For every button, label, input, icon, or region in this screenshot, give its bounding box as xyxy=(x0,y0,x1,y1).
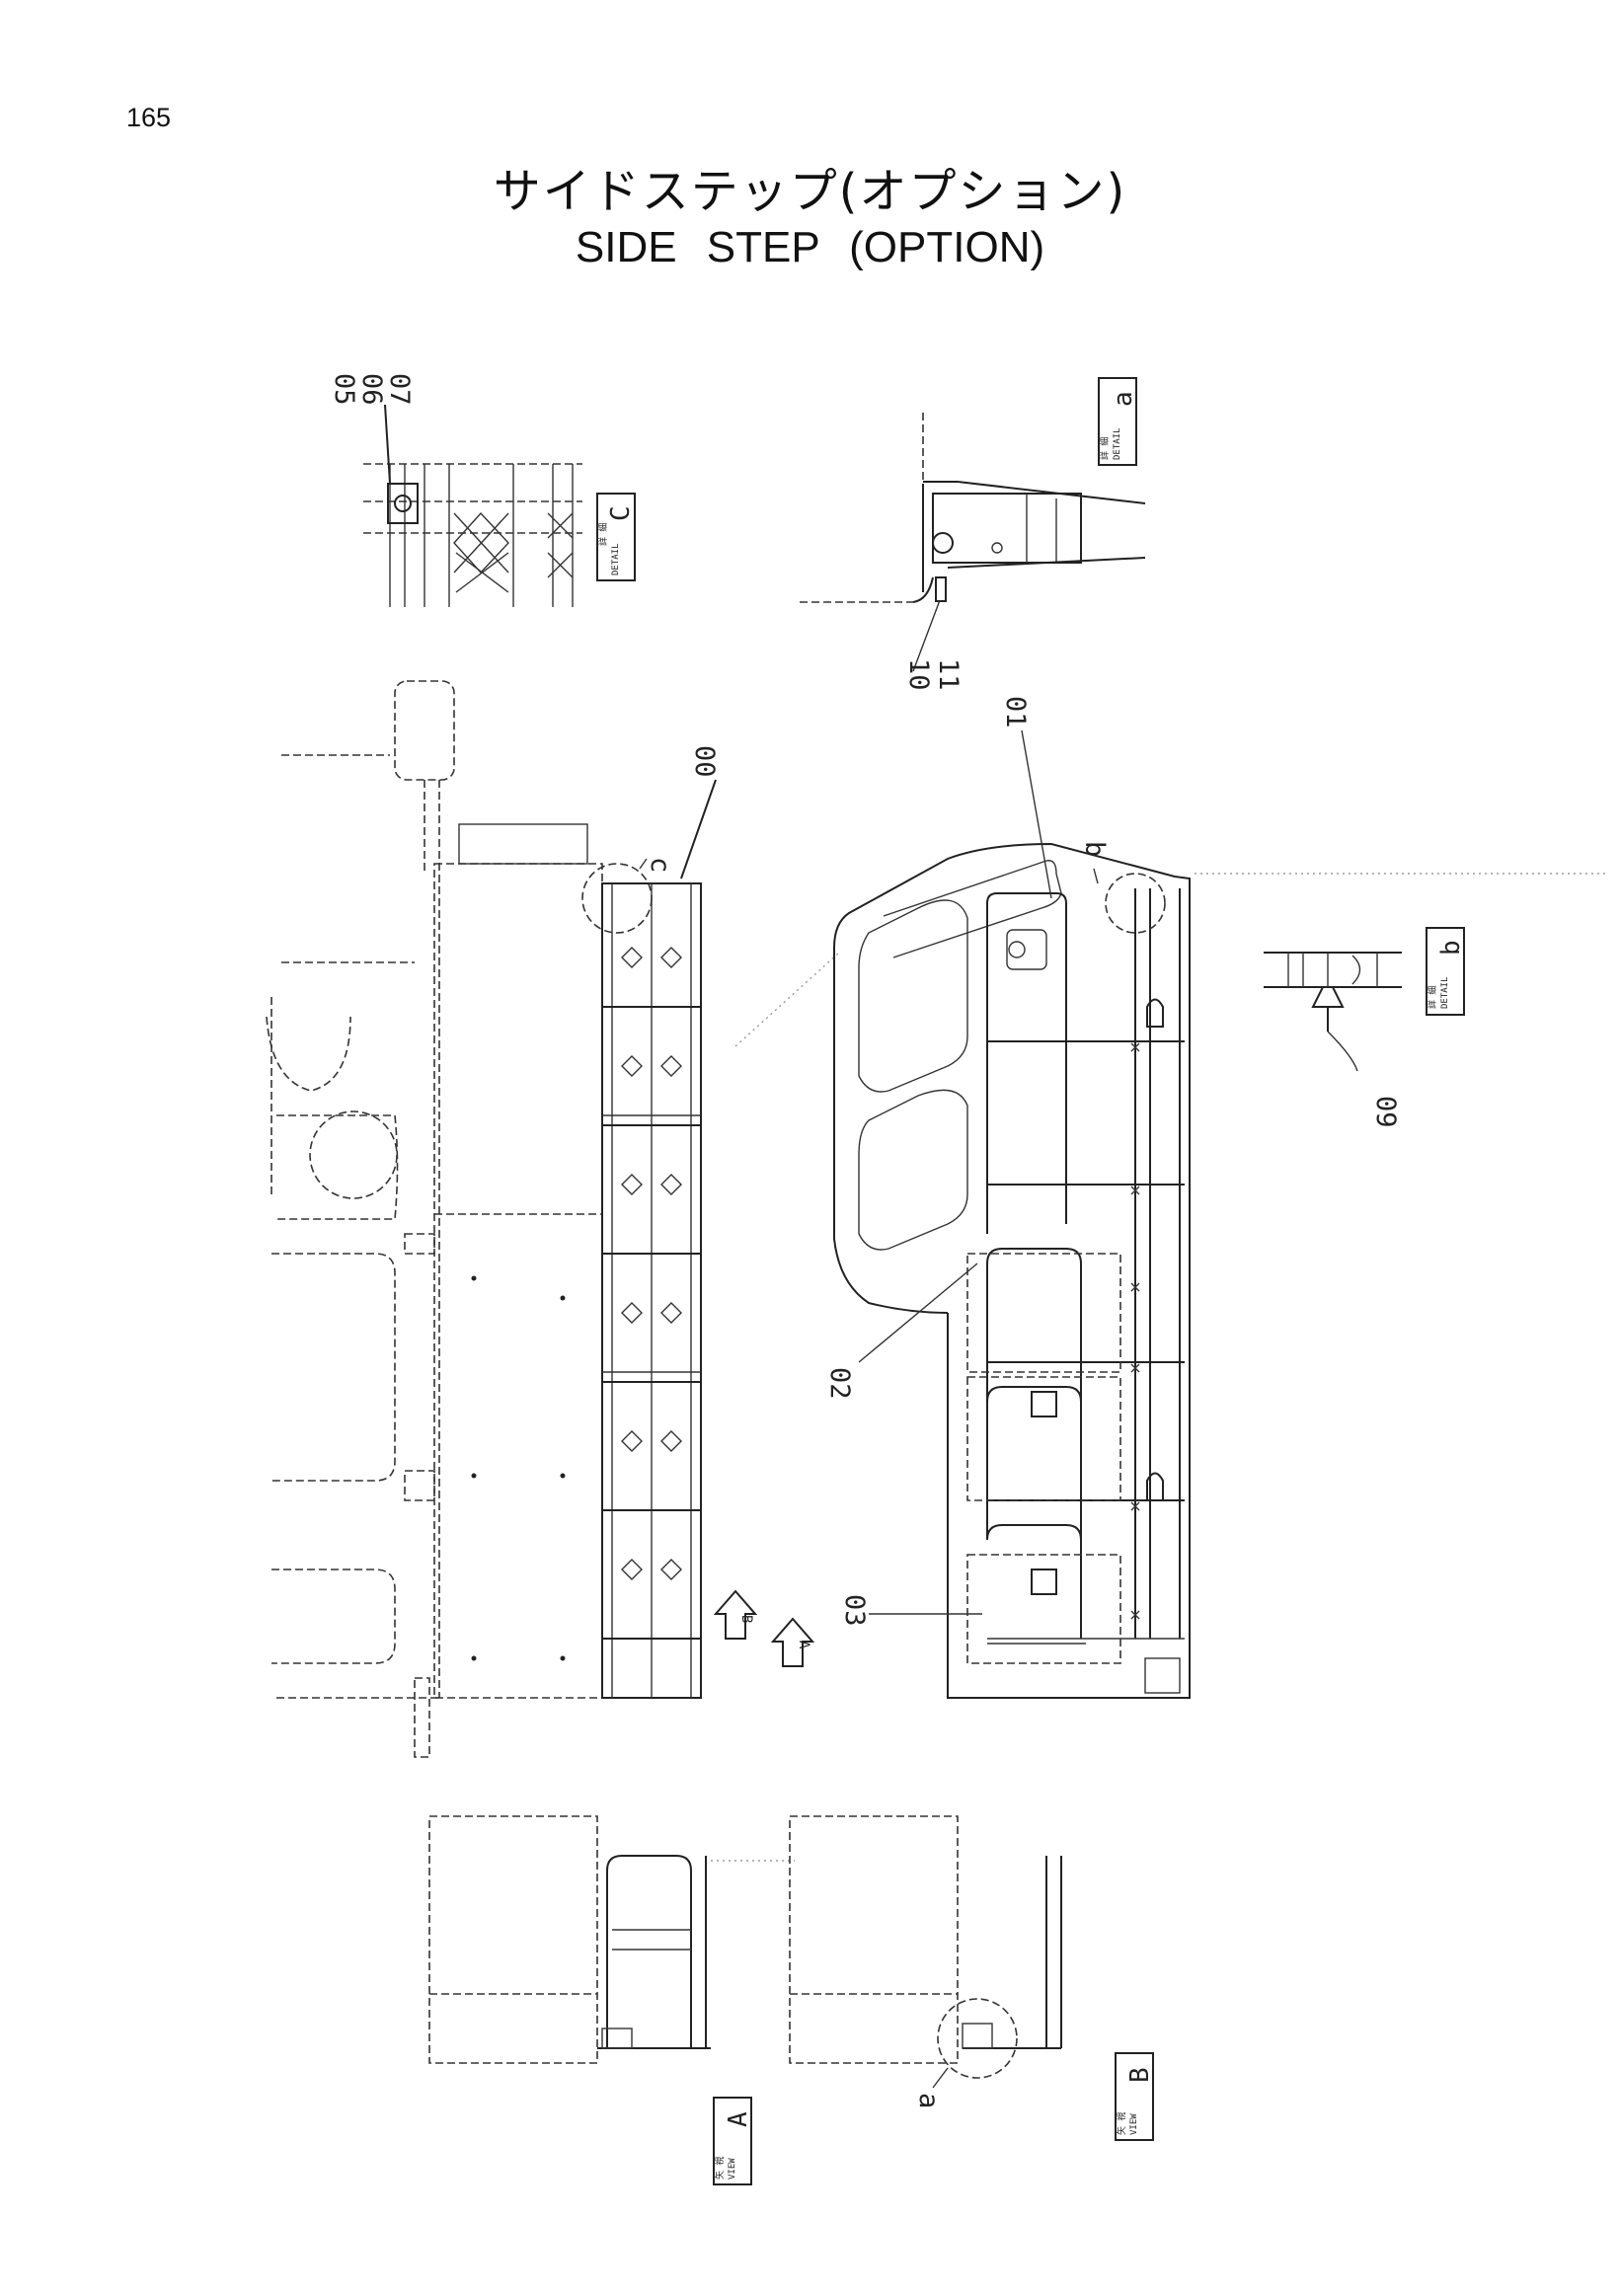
svg-text:DETAIL: DETAIL xyxy=(1440,976,1450,1009)
callout-05: 05 xyxy=(329,373,359,406)
svg-text:詳 細: 詳 細 xyxy=(1099,437,1111,460)
title-block: サイドステップ(オプション) SIDE STEP (OPTION) xyxy=(0,163,1620,275)
svg-text:DETAIL: DETAIL xyxy=(611,543,621,575)
cab-right-view xyxy=(734,729,1609,1699)
callout-11: 11 xyxy=(933,658,964,691)
view-arrow-a xyxy=(770,1617,815,1667)
svg-text:VIEW: VIEW xyxy=(728,2158,737,2180)
page-number: 165 xyxy=(126,103,172,132)
callout-07: 07 xyxy=(384,373,415,406)
callout-06: 06 xyxy=(356,373,387,406)
view-b-box: 矢 視 VIEW B xyxy=(1115,2052,1155,2141)
callout-09: 09 xyxy=(1370,1096,1401,1128)
detail-c-box: 詳 細 DETAIL C xyxy=(596,493,636,581)
svg-text:a: a xyxy=(1109,391,1138,407)
title-english: SIDE STEP (OPTION) xyxy=(575,223,1045,271)
detail-marker-a: a xyxy=(913,2093,944,2108)
svg-text:矢 視: 矢 視 xyxy=(714,2157,726,2180)
callout-03: 03 xyxy=(839,1594,870,1627)
svg-text:VIEW: VIEW xyxy=(1129,2113,1139,2135)
view-b-drawing xyxy=(789,1815,1062,2089)
svg-text:B: B xyxy=(1125,2067,1155,2083)
svg-text:詳 細: 詳 細 xyxy=(1427,986,1438,1009)
svg-text:C: C xyxy=(606,505,636,521)
callout-01: 01 xyxy=(1000,696,1031,728)
title-japanese: サイドステップ(オプション) xyxy=(493,164,1127,219)
detail-a-box: 詳 細 DETAIL a xyxy=(1098,377,1138,466)
detail-c-view xyxy=(363,404,582,607)
view-a-box: 矢 視 VIEW A xyxy=(713,2097,753,2185)
callout-00: 00 xyxy=(689,745,720,778)
view-arrow-b xyxy=(713,1589,758,1640)
svg-text:A: A xyxy=(724,2111,753,2127)
detail-b-view xyxy=(1264,952,1402,1072)
detail-b-box: 詳 細 DETAIL b xyxy=(1426,927,1466,1016)
svg-text:DETAIL: DETAIL xyxy=(1113,427,1122,460)
svg-text:矢 視: 矢 視 xyxy=(1116,2112,1127,2135)
detail-a-view xyxy=(800,413,1146,672)
view-arrow-b-label: B xyxy=(738,1615,754,1623)
detail-marker-b: b xyxy=(1079,841,1110,857)
view-arrow-a-label: A xyxy=(796,1641,811,1649)
svg-text:b: b xyxy=(1436,940,1466,956)
machine-left-view xyxy=(266,680,717,1758)
view-a-drawing xyxy=(428,1815,795,2064)
callout-02: 02 xyxy=(824,1367,855,1400)
step-panels xyxy=(602,1006,701,1640)
svg-text:詳 細: 詳 細 xyxy=(597,523,609,546)
callout-10: 10 xyxy=(903,658,934,691)
detail-marker-c: c xyxy=(645,857,675,873)
